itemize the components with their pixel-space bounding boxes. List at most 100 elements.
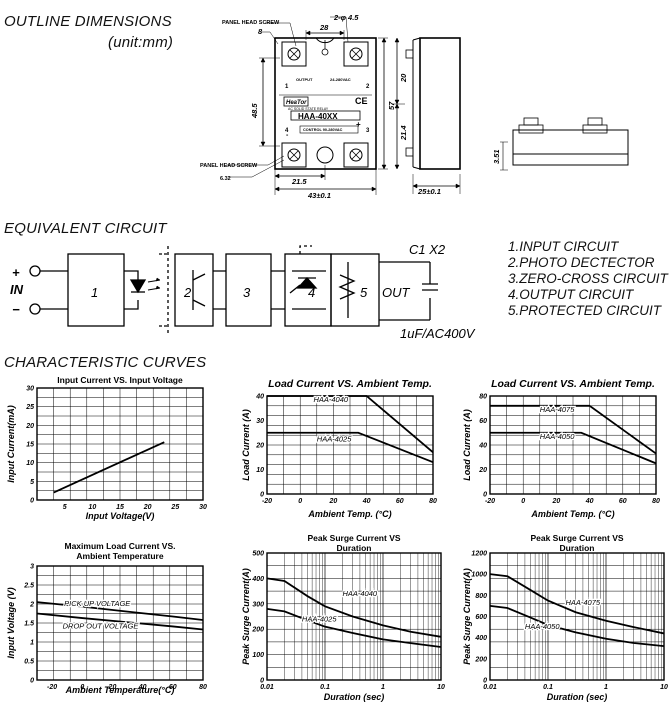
x-tick-label: 0 bbox=[80, 684, 84, 691]
relay-side-view bbox=[392, 37, 461, 194]
x-tick-label: 10 bbox=[660, 684, 668, 691]
y-tick-label: 400 bbox=[474, 635, 487, 642]
y-tick-label: 20 bbox=[478, 467, 487, 474]
dim-8: 8 bbox=[258, 27, 263, 36]
plot-frame bbox=[36, 387, 204, 501]
equivalent-circuit bbox=[29, 245, 438, 334]
x-tick-label: 0.1 bbox=[543, 684, 553, 691]
series-label-2: HAA-4050 bbox=[525, 622, 560, 631]
y-tick-label: 800 bbox=[475, 593, 487, 600]
legend-item-5: 5.PROTECTED CIRCUIT bbox=[508, 303, 662, 318]
chart-title: Peak Surge Current VS bbox=[307, 533, 400, 543]
y-tick-label: 1.5 bbox=[24, 621, 34, 628]
y-tick-label: 15 bbox=[26, 442, 34, 449]
y-axis-label: Load Current (A) bbox=[462, 409, 472, 481]
series-line-2 bbox=[489, 605, 665, 648]
x-tick-label: 20 bbox=[552, 498, 561, 505]
y-tick-label: 0 bbox=[260, 678, 264, 685]
y-tick-label: 2.5 bbox=[23, 583, 34, 590]
ce-mark: CE bbox=[355, 96, 368, 106]
output-label: OUTPUT bbox=[296, 77, 313, 82]
chart-subtitle: Duration bbox=[337, 543, 372, 553]
series-label-1: PICK UP VOLTAGE bbox=[64, 599, 131, 608]
dim-57: 57 bbox=[387, 101, 396, 110]
x-tick-label: -20 bbox=[485, 498, 495, 505]
y-axis-label: Load Current (A) bbox=[241, 409, 251, 481]
panel-head-screw-bottom: PANEL HEAD SCREW bbox=[200, 163, 258, 169]
y-tick-label: 60 bbox=[479, 418, 487, 425]
term-1: 1 bbox=[285, 84, 289, 90]
y-tick-label: 200 bbox=[251, 627, 264, 634]
y-axis-label: Peak Surge Current(A) bbox=[241, 568, 251, 665]
series-label-2: HAA-4025 bbox=[302, 615, 337, 624]
x-tick-label: 60 bbox=[619, 498, 627, 505]
x-tick-label: 25 bbox=[170, 504, 179, 511]
brand-logo: HeaTor bbox=[286, 100, 307, 106]
x-tick-label: 60 bbox=[396, 498, 404, 505]
chart-title: Load Current VS. Ambient Temp. bbox=[491, 378, 655, 390]
hole-label: 2-φ 4.5 bbox=[333, 13, 359, 22]
char-title: CHARACTERISTIC CURVES bbox=[4, 354, 207, 371]
box-4: 4 bbox=[308, 285, 315, 300]
y-tick-label: 1200 bbox=[471, 551, 487, 558]
series-line-2 bbox=[36, 612, 204, 631]
y-tick-label: 0.5 bbox=[24, 659, 34, 666]
y-tick-label: 0 bbox=[260, 492, 264, 499]
x-tick-label: 1 bbox=[381, 684, 385, 691]
y-tick-label: 1000 bbox=[471, 572, 487, 579]
box-5: 5 bbox=[360, 285, 368, 300]
x-tick-label: 20 bbox=[329, 498, 338, 505]
x-tick-label: -20 bbox=[47, 684, 57, 691]
y-tick-label: 80 bbox=[479, 394, 487, 401]
series-line-1 bbox=[53, 441, 165, 494]
dim-6-32: 6.32 bbox=[220, 176, 231, 182]
x-tick-label: 40 bbox=[138, 684, 147, 691]
series-label-2: DROP OUT VOLTAGE bbox=[63, 622, 140, 631]
series-label-1: HAA-4075 bbox=[565, 598, 600, 607]
series-line-2 bbox=[267, 431, 434, 463]
series-line-1 bbox=[490, 404, 657, 455]
x-tick-label: -20 bbox=[262, 498, 272, 505]
y-tick-label: 100 bbox=[252, 652, 264, 659]
plot-frame bbox=[36, 565, 204, 681]
cap-label: 1uF/AC400V bbox=[400, 326, 476, 341]
x-tick-label: 40 bbox=[585, 498, 594, 505]
dim-43: 43±0.1 bbox=[307, 191, 331, 200]
y-axis-label: Input Voltage (V) bbox=[6, 587, 16, 658]
x-tick-label: 20 bbox=[108, 684, 117, 691]
y-tick-label: 0 bbox=[483, 492, 487, 499]
dim-3-51: 3.51 bbox=[492, 149, 501, 164]
chart-title: Peak Surge Current VS bbox=[530, 533, 623, 543]
plot-frame bbox=[489, 395, 657, 495]
y-tick-label: 300 bbox=[252, 601, 264, 608]
term-2: 2 bbox=[366, 84, 370, 90]
y-tick-label: 600 bbox=[475, 614, 487, 621]
y-axis-label: Input Current(mA) bbox=[6, 405, 16, 483]
y-tick-label: 3 bbox=[30, 564, 34, 571]
x-axis-label: Ambient Temp. (°C) bbox=[307, 509, 391, 519]
legend-item-2: 2.PHOTO DECTECTOR bbox=[508, 255, 655, 270]
equiv-title: EQUIVALENT CIRCUIT bbox=[4, 220, 167, 237]
y-tick-label: 20 bbox=[255, 443, 264, 450]
y-axis-label: Peak Surge Current(A) bbox=[462, 568, 472, 665]
x-tick-label: 20 bbox=[143, 504, 152, 511]
model-label: HAA-40XX bbox=[298, 112, 338, 121]
x-tick-label: 0.01 bbox=[483, 684, 497, 691]
legend-item-1: 1.INPUT CIRCUIT bbox=[508, 239, 619, 254]
desc-line-1: AC SOLID STATE RELAY bbox=[288, 107, 329, 111]
dim-20: 20 bbox=[399, 73, 408, 83]
x-tick-label: 40 bbox=[362, 498, 371, 505]
circuit-in: IN bbox=[10, 282, 24, 297]
y-tick-label: 10 bbox=[256, 467, 264, 474]
y-tick-label: 5 bbox=[30, 479, 34, 486]
series-line-2 bbox=[490, 431, 657, 465]
chart-subtitle: Ambient Temperature bbox=[76, 551, 163, 561]
x-tick-label: 0.01 bbox=[260, 684, 274, 691]
x-tick-label: 30 bbox=[199, 504, 207, 511]
dim-28: 28 bbox=[319, 23, 329, 32]
panel-head-screw-top: PANEL HEAD SCREW bbox=[222, 20, 280, 26]
